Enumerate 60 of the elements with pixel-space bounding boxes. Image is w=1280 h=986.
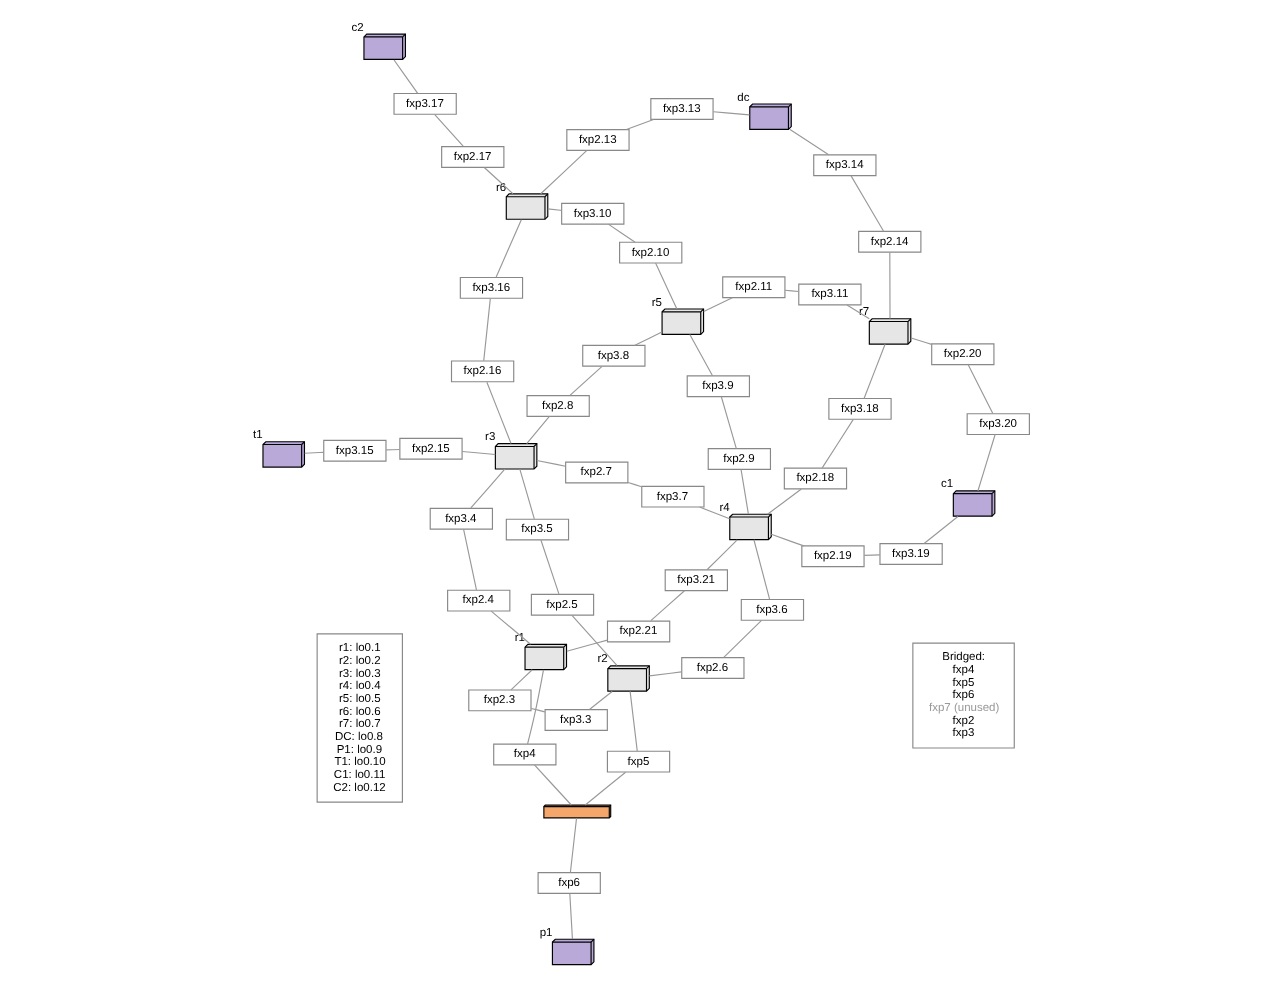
connector (722, 619, 762, 658)
connector (845, 304, 869, 320)
connector (525, 415, 549, 445)
connector (698, 506, 730, 520)
connector (766, 488, 801, 515)
connector (535, 459, 565, 467)
connector (485, 381, 511, 444)
connector (976, 433, 995, 492)
connector (769, 533, 804, 547)
connector (482, 166, 513, 195)
connector (568, 817, 577, 874)
connector (583, 771, 626, 806)
connector (647, 671, 681, 677)
connector (469, 468, 505, 509)
connector (966, 364, 993, 414)
connector (820, 419, 853, 469)
connector (788, 128, 829, 156)
connector (587, 690, 612, 711)
connector (568, 892, 572, 940)
connector (849, 175, 884, 232)
connector (719, 396, 736, 450)
connector (654, 262, 677, 310)
connector (783, 289, 799, 293)
connector (433, 114, 463, 147)
connector (688, 333, 713, 377)
connector (518, 468, 534, 520)
connector (384, 448, 400, 451)
connector (565, 639, 607, 652)
connector (392, 59, 418, 94)
connector (628, 690, 637, 752)
connector (909, 337, 932, 345)
connector (568, 365, 602, 396)
connector (462, 528, 477, 591)
connector (460, 450, 495, 456)
connector (526, 669, 544, 745)
connector (494, 219, 521, 278)
connector (539, 539, 559, 595)
connector (482, 298, 490, 362)
connector (570, 614, 617, 667)
connector (626, 481, 642, 488)
connector (711, 111, 749, 116)
connector (532, 764, 571, 806)
connector (509, 669, 532, 691)
connector (489, 610, 531, 645)
connector (705, 539, 737, 571)
connector (862, 343, 885, 400)
connector (752, 539, 770, 600)
connector (624, 118, 654, 131)
connector (702, 297, 732, 313)
connector (539, 150, 587, 195)
connector (606, 223, 635, 243)
connector (529, 707, 545, 713)
connector (888, 251, 890, 320)
connector (922, 515, 958, 545)
connector (862, 554, 880, 556)
connector (633, 331, 662, 346)
connector (649, 590, 685, 622)
connector (739, 469, 748, 515)
connector (303, 451, 324, 454)
connector (546, 208, 562, 211)
